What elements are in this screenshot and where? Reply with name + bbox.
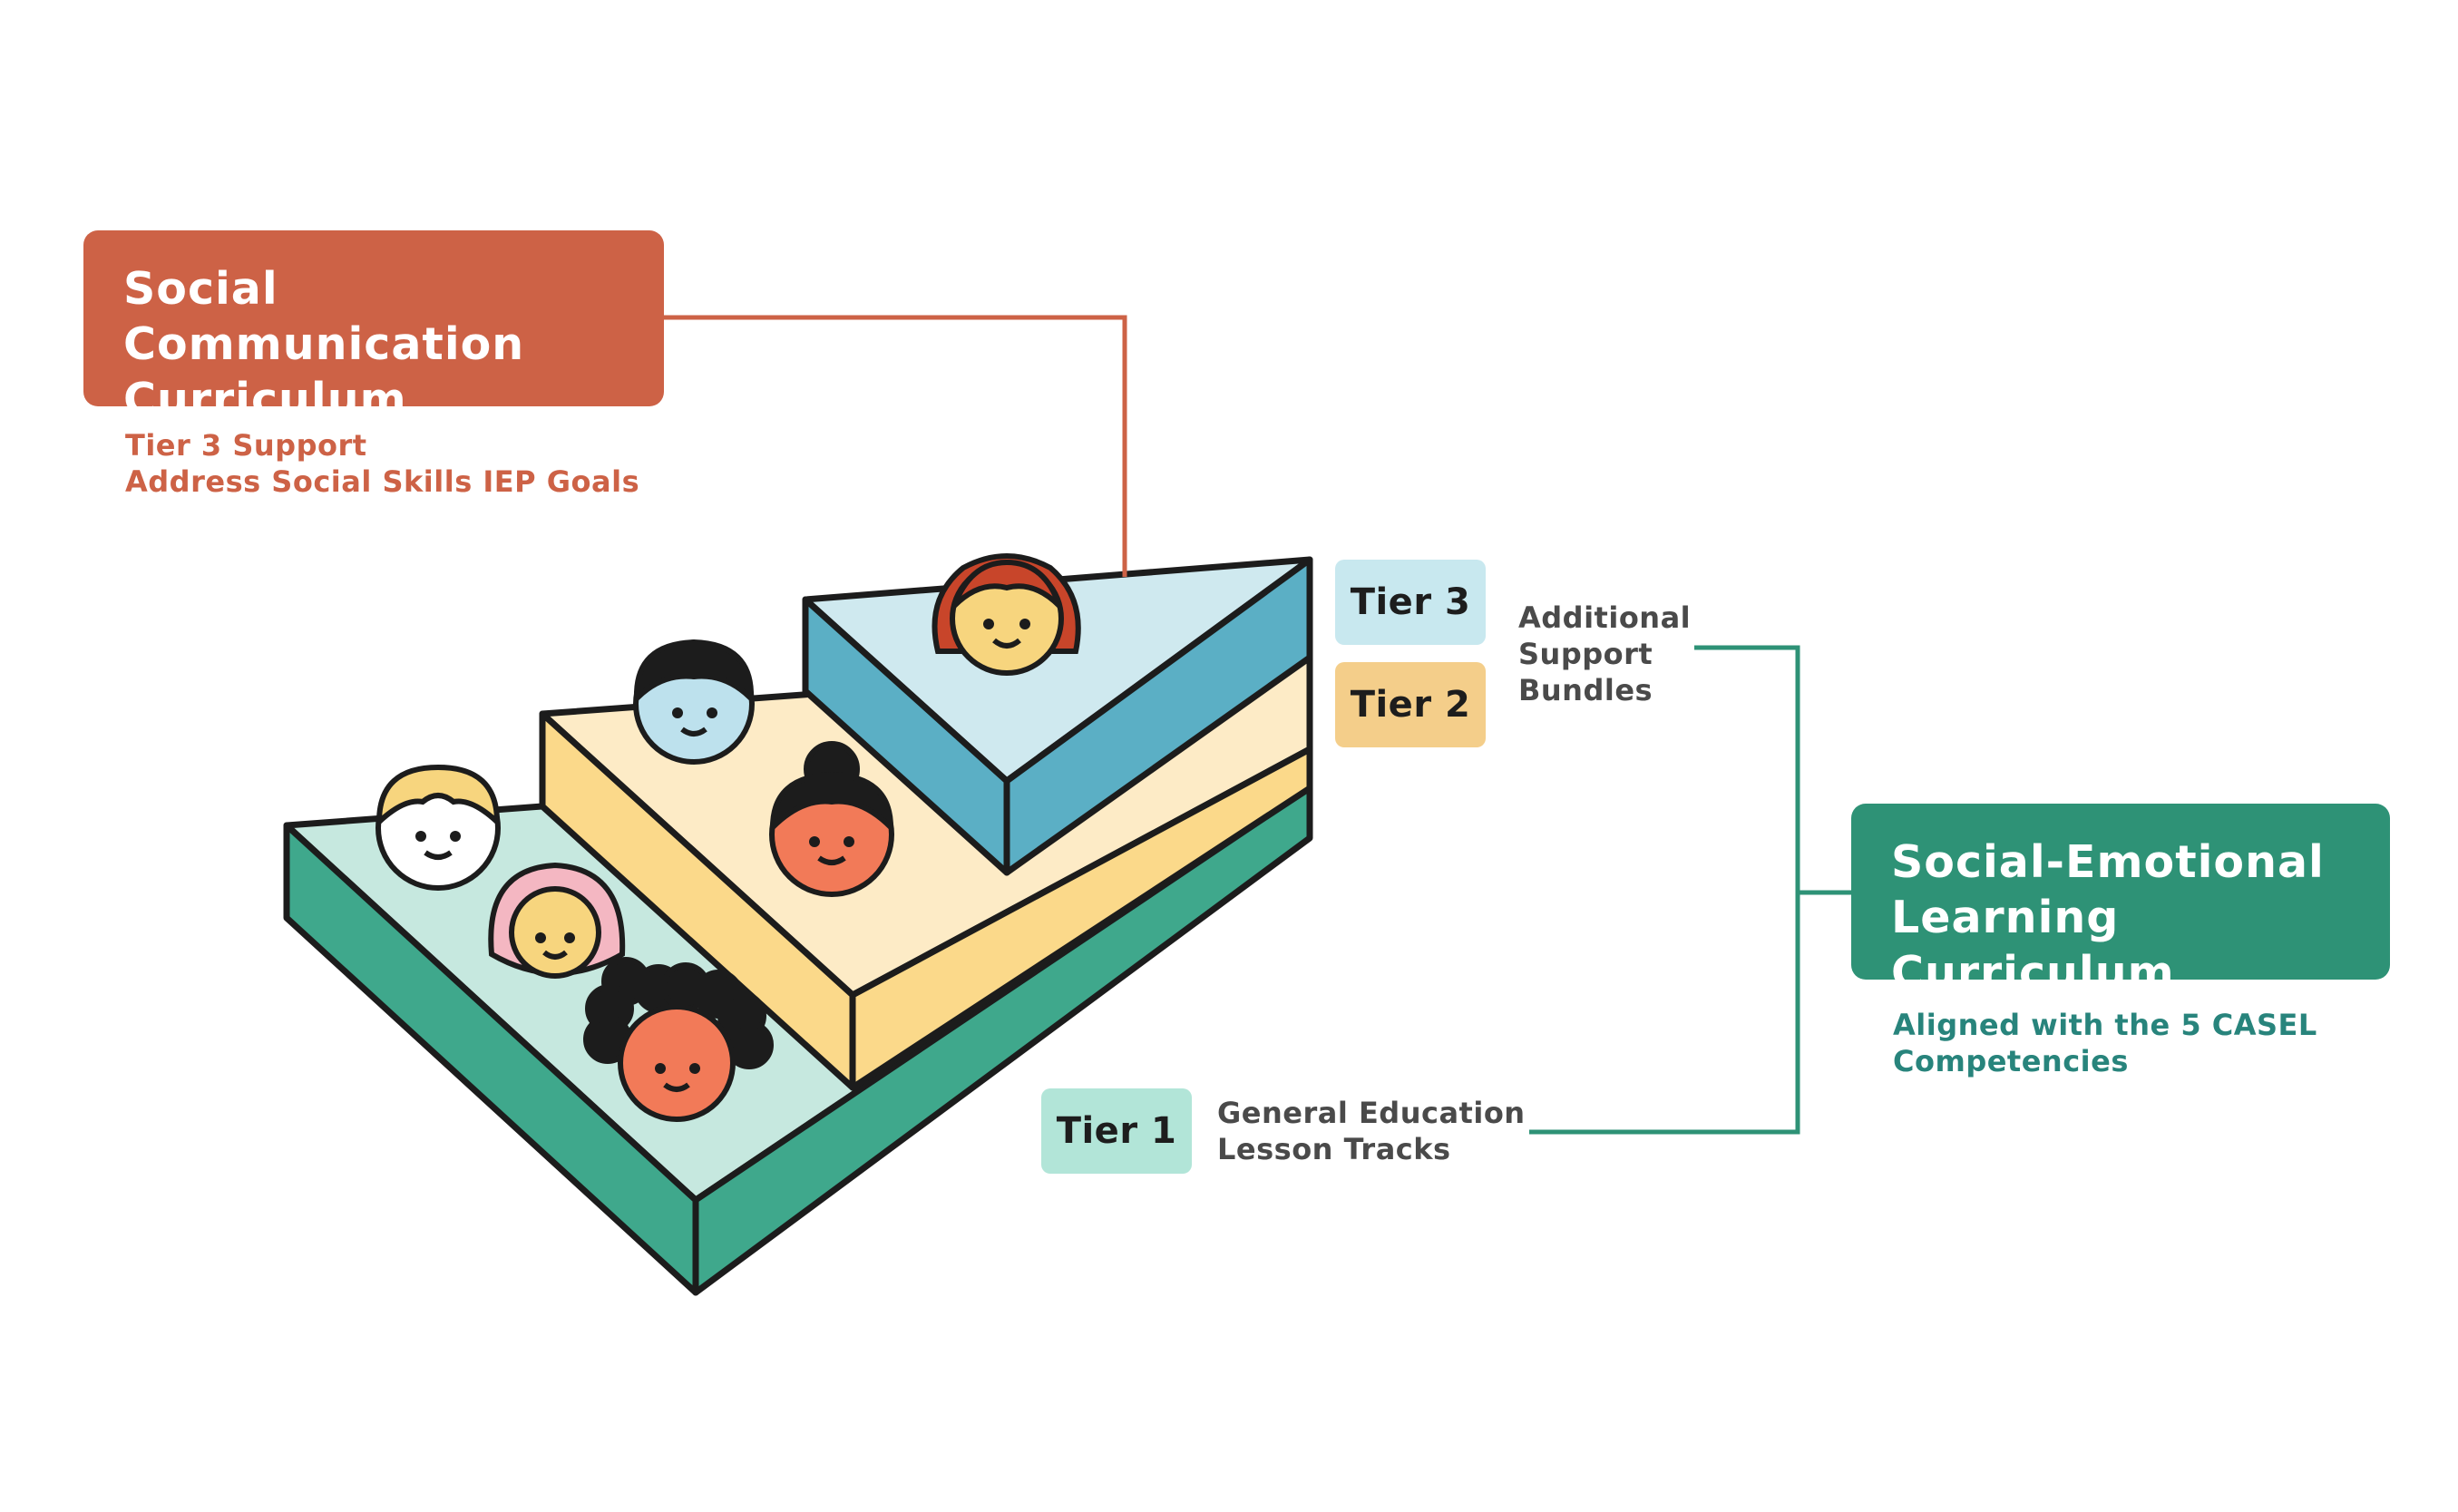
social-communication-title-line1: Social Communication (123, 263, 525, 370)
social-emotional-title-box: Social-Emotional Learning Curriculum (1851, 804, 2390, 999)
student-face-icon (376, 764, 501, 891)
social-communication-subtitle-line1: Tier 3 Support (125, 428, 367, 463)
tier1-badge: Tier 1 (1041, 1088, 1192, 1174)
general-education-note-line1: General Education (1217, 1096, 1526, 1130)
student-face-icon (633, 639, 755, 765)
social-emotional-title-line2: Learning Curriculum (1891, 892, 2175, 999)
tier3-badge: Tier 3 (1335, 560, 1486, 645)
general-education-note: General Education Lesson Tracks (1217, 1095, 1526, 1167)
social-communication-subtitle-line2: Address Social Skills IEP Goals (125, 464, 640, 499)
social-emotional-subtitle: Aligned with the 5 CASEL Competencies (1893, 1007, 2317, 1079)
scc-connector-line (664, 315, 1127, 577)
social-emotional-subtitle-line1: Aligned with the 5 CASEL (1893, 1008, 2317, 1042)
student-face-icon (488, 862, 626, 979)
tier2-badge: Tier 2 (1335, 662, 1486, 747)
additional-support-note: Additional Support Bundles (1518, 600, 1691, 708)
social-communication-title-line2: Curriculum (123, 374, 407, 425)
social-emotional-subtitle-line2: Competencies (1893, 1044, 2129, 1078)
tier3-right-face (1003, 556, 1313, 876)
general-education-note-line2: Lesson Tracks (1217, 1132, 1451, 1166)
sel-bracket-line (1529, 645, 1800, 1135)
social-communication-subtitle: Tier 3 Support Address Social Skills IEP… (125, 427, 639, 500)
additional-support-note-line1: Additional (1518, 600, 1692, 635)
student-face-icon (769, 741, 894, 897)
student-face-icon (932, 553, 1081, 676)
social-communication-title-box: Social Communication Curriculum (83, 230, 664, 425)
tier2-right-face (849, 746, 1313, 1091)
tier3-block (802, 556, 1313, 876)
additional-support-note-line2: Support (1518, 637, 1653, 671)
student-face-icon (583, 957, 774, 1122)
additional-support-note-line3: Bundles (1518, 673, 1653, 707)
social-emotional-title-line1: Social-Emotional (1891, 836, 2325, 888)
